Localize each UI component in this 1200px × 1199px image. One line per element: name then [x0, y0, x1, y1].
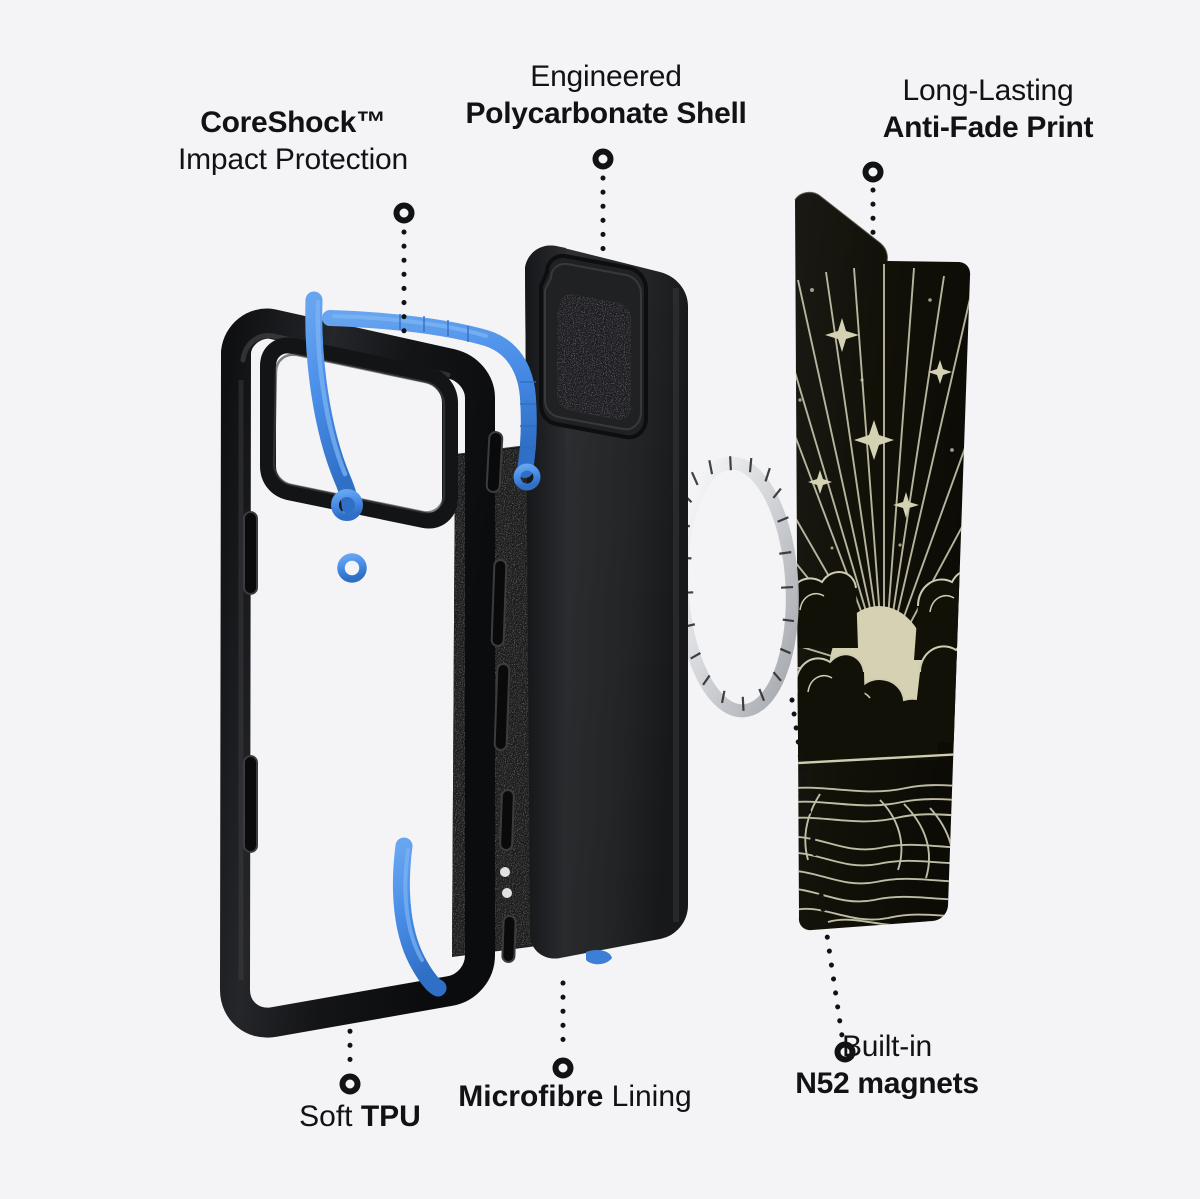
star-motif	[808, 318, 952, 518]
marker-tpu	[339, 1073, 361, 1095]
callout-microfibre-bold: Microfibre	[458, 1080, 604, 1113]
callout-polycarbonate-line1: Engineered	[530, 60, 682, 93]
tpu-bumper	[220, 291, 541, 1038]
callout-n52-line1: Built-in	[841, 1030, 933, 1063]
marker-microfibre	[552, 1057, 574, 1079]
callout-tpu: Soft TPU	[200, 1098, 520, 1135]
callout-microfibre: Microfibre Lining	[400, 1078, 750, 1115]
callout-polycarbonate: Engineered Polycarbonate Shell	[428, 58, 784, 132]
marker-coreshock	[393, 202, 415, 224]
callout-coreshock-line1: CoreShock™	[200, 106, 386, 139]
callout-coreshock: CoreShock™ Impact Protection	[152, 104, 434, 178]
callout-coreshock-line2: Impact Protection	[177, 143, 409, 177]
callout-n52: Built-in N52 magnets	[742, 1028, 1032, 1102]
callout-n52-line2: N52 magnets	[795, 1067, 979, 1101]
blue-grommet	[331, 463, 541, 583]
callout-polycarbonate-line2: Polycarbonate Shell	[465, 97, 747, 131]
marker-polycarbonate	[592, 148, 614, 170]
marker-antifade	[862, 161, 884, 183]
callout-antifade-line2: Anti-Fade Print	[882, 111, 1094, 145]
callout-microfibre-regular: Lining	[603, 1080, 692, 1113]
callout-antifade: Long-Lasting Anti-Fade Print	[860, 72, 1116, 146]
leader-n52	[789, 697, 845, 1039]
printed-back-panel	[794, 191, 971, 931]
callout-tpu-regular: Soft	[299, 1100, 361, 1133]
speaker-holes	[500, 867, 512, 898]
callout-antifade-line1: Long-Lasting	[902, 74, 1074, 107]
marker-n52	[834, 1041, 856, 1063]
callout-tpu-bold: TPU	[360, 1100, 421, 1133]
shell-blue-nub	[586, 950, 612, 965]
button-cutouts	[243, 511, 258, 853]
